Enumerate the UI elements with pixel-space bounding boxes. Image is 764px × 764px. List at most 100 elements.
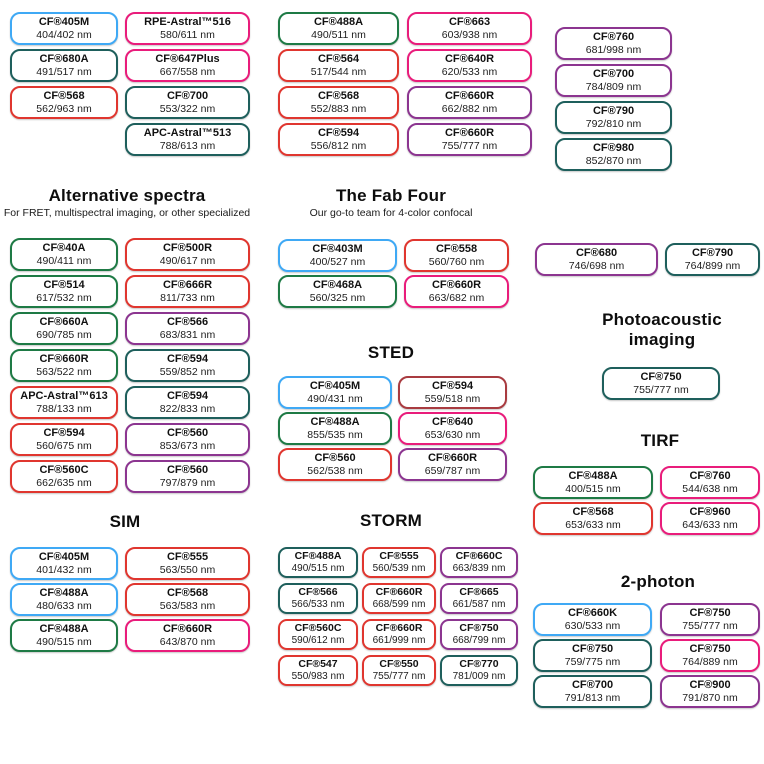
dye-excitation-emission: 811/733 nm — [160, 292, 215, 304]
dye-name: CF®547 — [298, 658, 338, 670]
dye-name: CF®488A — [568, 470, 618, 482]
dye-name: CF®403M — [312, 243, 363, 255]
dye-excitation-emission: 630/533 nm — [564, 620, 621, 632]
dye-name: CF®558 — [435, 243, 478, 255]
dye-excitation-emission: 552/883 nm — [310, 103, 367, 115]
dye-name: CF®663 — [448, 16, 491, 28]
dye-name: CF®488A — [310, 416, 360, 428]
section-heading: SIM — [109, 512, 141, 531]
dye-name: CF®647Plus — [155, 53, 220, 65]
dye-excitation-emission: 480/633 nm — [36, 600, 92, 612]
dye-name: CF®560 — [166, 464, 209, 476]
section-title-sim: SIM — [0, 512, 250, 532]
dye-name: CF®790 — [691, 247, 734, 259]
section-heading: The Fab Four — [335, 186, 447, 205]
dye-name: CF®660A — [39, 316, 89, 328]
dye-excitation-emission: 643/633 nm — [682, 519, 738, 531]
dye-name: CF®560 — [166, 427, 209, 439]
dye-excitation-emission: 659/787 nm — [424, 465, 481, 477]
dye-excitation-emission: 620/533 nm — [441, 66, 498, 78]
dye-excitation-emission: 755/777 nm — [682, 620, 738, 632]
dye-excitation-emission: 852/870 nm — [585, 155, 642, 167]
dye-excitation-emission: 661/999 nm — [372, 635, 426, 646]
dye-name: CF®555 — [379, 550, 419, 562]
dye-name: APC-Astral™613 — [20, 390, 108, 402]
dye-excitation-emission: 792/810 nm — [585, 118, 642, 130]
dye-name: CF®640 — [431, 416, 474, 428]
dye-excitation-emission: 643/870 nm — [159, 636, 216, 648]
dye-name: CF®660R — [427, 452, 478, 464]
section-heading: STED — [367, 343, 415, 362]
dye-excitation-emission: 566/533 nm — [291, 599, 345, 610]
section-heading: 2-photon — [620, 572, 696, 591]
dye-name: CF®514 — [43, 279, 85, 291]
dye-name: CF®980 — [592, 142, 635, 154]
dye-name: CF®750 — [571, 643, 614, 655]
dye-excitation-emission: 662/635 nm — [36, 477, 92, 489]
dye-excitation-emission: 759/775 nm — [564, 656, 621, 668]
section-heading: Photoacoustic imaging — [602, 310, 722, 349]
dye-excitation-emission: 653/633 nm — [565, 519, 621, 531]
dye-name: CF®594 — [166, 353, 209, 365]
dye-name: CF®564 — [317, 53, 360, 65]
dye-excitation-emission: 490/411 nm — [36, 255, 92, 267]
dye-name: CF®760 — [689, 470, 731, 482]
dye-excitation-emission: 550/983 nm — [291, 671, 345, 682]
dye-name: CF®750 — [459, 622, 499, 634]
dye-excitation-emission: 690/785 nm — [36, 329, 92, 341]
dye-excitation-emission: 683/831 nm — [159, 329, 216, 341]
dye-excitation-emission: 755/777 nm — [441, 140, 498, 152]
dye-name: CF®40A — [42, 242, 86, 254]
dye-name: CF®750 — [689, 607, 731, 619]
section-heading: STORM — [359, 511, 423, 530]
dye-name: CF®660R — [444, 90, 495, 102]
dye-name: CF®700 — [592, 68, 635, 80]
dye-name: CF®488A — [313, 16, 364, 28]
dye-name: CF®405M — [309, 380, 361, 392]
dye-excitation-emission: 562/538 nm — [307, 465, 363, 477]
dye-name: CF®770 — [459, 658, 499, 670]
